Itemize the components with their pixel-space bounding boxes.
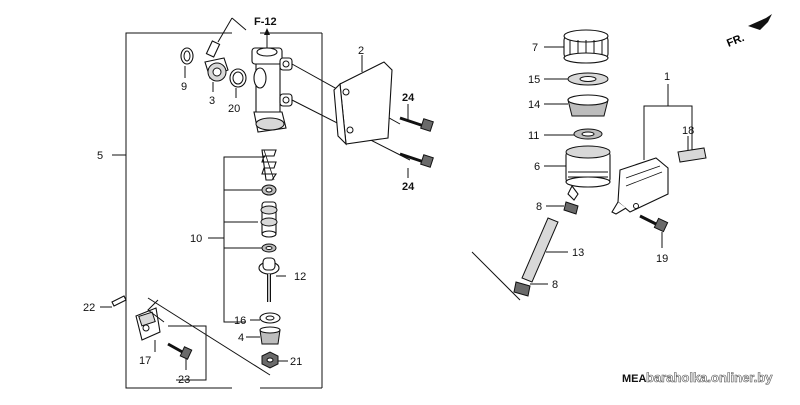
- f12-reference: F-12: [217, 16, 277, 52]
- callout-12: 12: [294, 271, 306, 283]
- watermark: MEA baraholka.onliner.by: [622, 370, 773, 386]
- callout-9: 9: [181, 81, 187, 93]
- front-label: FR.: [725, 32, 746, 50]
- master-cylinder-body: [251, 47, 293, 133]
- part-13-hose: [521, 217, 568, 283]
- cup-primary: [261, 184, 277, 196]
- part-22-cotter-pin: [100, 295, 127, 308]
- callout-13: 13: [572, 247, 584, 259]
- callout-8-lower: 8: [552, 279, 558, 291]
- part-23-pin: [167, 325, 207, 381]
- arrow-right-icon: [748, 14, 772, 30]
- up-arrow-icon: [264, 28, 270, 35]
- part-10-bracket: [208, 156, 265, 323]
- callout-23: 23: [178, 374, 190, 386]
- diagram-code: MEA: [622, 373, 647, 385]
- callout-18: 18: [682, 125, 694, 137]
- callout-24-lower: 24: [402, 181, 415, 193]
- part-11-float: [544, 128, 603, 140]
- part-8-clip-lower: [513, 281, 548, 297]
- callout-24-upper: 24: [402, 92, 415, 104]
- part-17-clevis: [135, 299, 165, 352]
- part-14-diaphragm: [544, 94, 609, 117]
- callout-labels: 1 2 3 4 5 6 7 8 8 9 10 11 12 13 14 15 16…: [83, 42, 694, 386]
- part-24-bolt-upper: [399, 104, 434, 132]
- part-16-dust-seal: [250, 312, 281, 324]
- part-8-clip-upper: [546, 201, 579, 215]
- part-3-joint: [204, 40, 229, 92]
- part-18-label: [677, 136, 707, 163]
- part-20-oring: [229, 68, 247, 98]
- part-6-reservoir: [544, 145, 611, 201]
- callout-11: 11: [528, 130, 539, 142]
- watermark-site: baraholka.onliner.by: [646, 370, 773, 385]
- callout-17: 17: [139, 355, 151, 367]
- front-direction-indicator: FR.: [725, 14, 772, 50]
- callout-22: 22: [83, 302, 95, 314]
- callout-21: 21: [290, 356, 302, 368]
- callout-20: 20: [228, 103, 240, 115]
- callout-15: 15: [528, 74, 540, 86]
- callout-19: 19: [656, 253, 668, 265]
- assembly-5-bracket: [112, 32, 323, 389]
- part-21-nut: [261, 351, 288, 369]
- callout-2: 2: [358, 45, 364, 57]
- callout-8-upper: 8: [536, 201, 542, 213]
- callout-4: 4: [238, 332, 244, 344]
- part-15-plate: [544, 72, 609, 86]
- callout-5: 5: [97, 150, 103, 162]
- part-7-reservoir-cap: [544, 29, 609, 64]
- part-4-boot: [246, 326, 281, 345]
- part-1-reservoir-cover: [611, 84, 693, 215]
- part-19-bolt: [639, 214, 669, 248]
- part-2-bracket: [333, 55, 393, 146]
- callout-16: 16: [234, 315, 246, 327]
- washer: [261, 243, 277, 253]
- part-24-bolt-lower: [399, 152, 434, 178]
- callout-6: 6: [534, 161, 540, 173]
- piston: [260, 201, 278, 238]
- spring: [261, 149, 278, 181]
- callout-3: 3: [209, 95, 215, 107]
- callout-10: 10: [190, 233, 202, 245]
- f12-label: F-12: [254, 16, 277, 28]
- callout-1: 1: [664, 71, 670, 83]
- part-12-push-rod: [258, 257, 286, 302]
- part-9-circlip: [180, 47, 194, 78]
- callout-7: 7: [532, 42, 538, 54]
- callout-14: 14: [528, 99, 540, 111]
